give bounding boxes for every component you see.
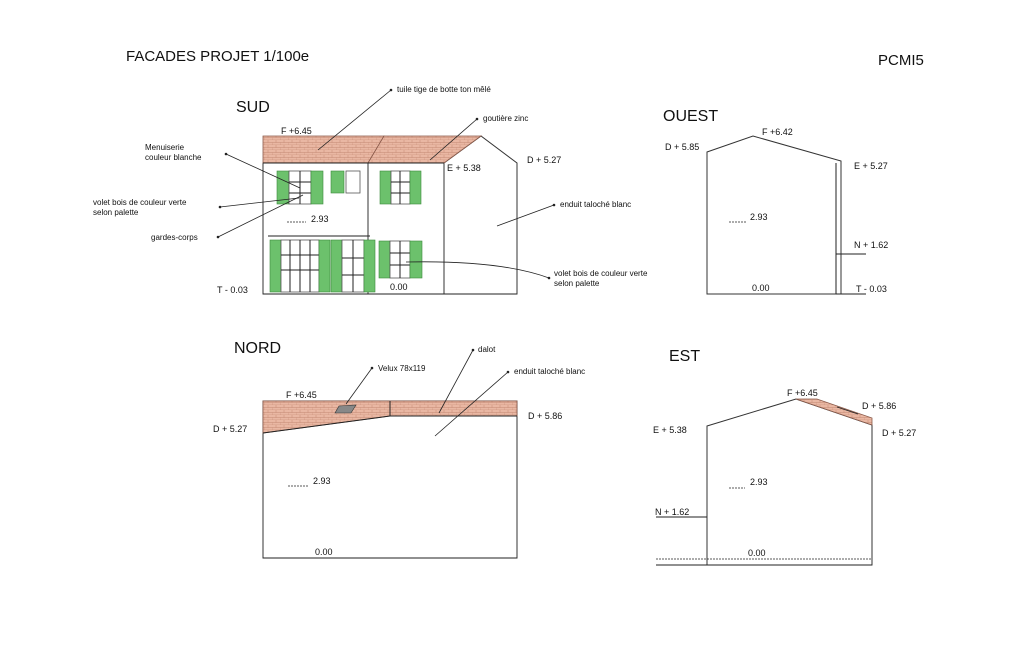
- east-level-right-top: D + 5.86: [862, 401, 896, 411]
- sheet-title: FACADES PROJET 1/100e: [126, 48, 309, 65]
- label-gutter-zinc: goutière zinc: [483, 114, 528, 123]
- south-level-gutter: D + 5.27: [527, 155, 561, 165]
- elevation-west-title: OUEST: [663, 108, 718, 125]
- west-level-n: N + 1.62: [854, 240, 888, 250]
- south-window: [345, 170, 361, 194]
- elevation-east-title: EST: [669, 348, 700, 365]
- south-shutter: [318, 239, 331, 293]
- label-shutter-b-line1: volet bois de couleur verte: [554, 269, 648, 278]
- label-render-north: enduit taloché blanc: [514, 367, 585, 376]
- east-wall: [706, 398, 873, 566]
- sheet-code: PCMI5: [878, 52, 924, 69]
- south-shutter: [363, 239, 376, 293]
- elevation-east: EST F +6.45 E + 5.38 D + 5.86 D + 5.27 2…: [653, 348, 916, 566]
- label-roof-tile: tuile tige de botte ton mêlé: [397, 85, 491, 94]
- east-level-n: N + 1.62: [655, 507, 689, 517]
- label-railing: gardes-corps: [151, 233, 198, 242]
- label-joinery-line1: Menuiserie: [145, 143, 185, 152]
- north-level-ground: 0.00: [315, 547, 333, 557]
- south-level-ridge: F +6.45: [281, 126, 312, 136]
- north-level-ridge: F +6.45: [286, 390, 317, 400]
- south-shutter: [378, 240, 391, 279]
- label-shutter-b-line2: selon palette: [554, 279, 600, 288]
- east-level-mid: 2.93: [750, 477, 768, 487]
- south-shutter: [310, 170, 324, 205]
- elevation-north: NORD F +6.45 D + 5.27 D + 5.86 2.93 0.00…: [213, 340, 585, 559]
- north-level-mid: 2.93: [313, 476, 331, 486]
- east-roof: [795, 398, 873, 426]
- south-shutter: [409, 240, 423, 279]
- west-level-ground: 0.00: [752, 283, 770, 293]
- south-roof-left: [262, 135, 385, 164]
- west-level-right: E + 5.27: [854, 161, 888, 171]
- west-wall: [706, 135, 842, 295]
- west-level-left: D + 5.85: [665, 142, 699, 152]
- south-level-terrain: T - 0.03: [217, 285, 248, 295]
- label-dalot: dalot: [478, 345, 496, 354]
- south-wall-gable: [443, 135, 518, 295]
- north-level-right: D + 5.86: [528, 411, 562, 421]
- south-shutter: [269, 239, 282, 293]
- elevation-south-title: SUD: [236, 99, 270, 116]
- east-level-ridge: F +6.45: [787, 388, 818, 398]
- west-level-mid: 2.93: [750, 212, 768, 222]
- south-shutter: [330, 239, 343, 293]
- east-level-left: E + 5.38: [653, 425, 687, 435]
- elevation-west: OUEST F +6.42 D + 5.85 E + 5.27 2.93 N +…: [663, 108, 888, 295]
- south-level-ground: 0.00: [390, 282, 408, 292]
- south-level-mid: 2.93: [311, 214, 329, 224]
- south-level-eave: E + 5.38: [447, 163, 481, 173]
- south-shutter: [330, 170, 345, 194]
- elevation-north-title: NORD: [234, 340, 281, 357]
- east-level-right: D + 5.27: [882, 428, 916, 438]
- label-shutter-line1: volet bois de couleur verte: [93, 198, 187, 207]
- north-velux-window: [334, 404, 357, 414]
- south-shutter: [409, 170, 422, 205]
- label-shutter-line2: selon palette: [93, 208, 139, 217]
- elevation-south: SUD: [93, 85, 648, 295]
- south-shutter: [379, 170, 392, 205]
- north-level-left: D + 5.27: [213, 424, 247, 434]
- label-velux: Velux 78x119: [378, 364, 426, 373]
- west-level-terrain: T - 0.03: [856, 284, 887, 294]
- west-level-ridge: F +6.42: [762, 127, 793, 137]
- label-render-south: enduit taloché blanc: [560, 200, 631, 209]
- label-joinery-line2: couleur blanche: [145, 153, 202, 162]
- east-level-ground: 0.00: [748, 548, 766, 558]
